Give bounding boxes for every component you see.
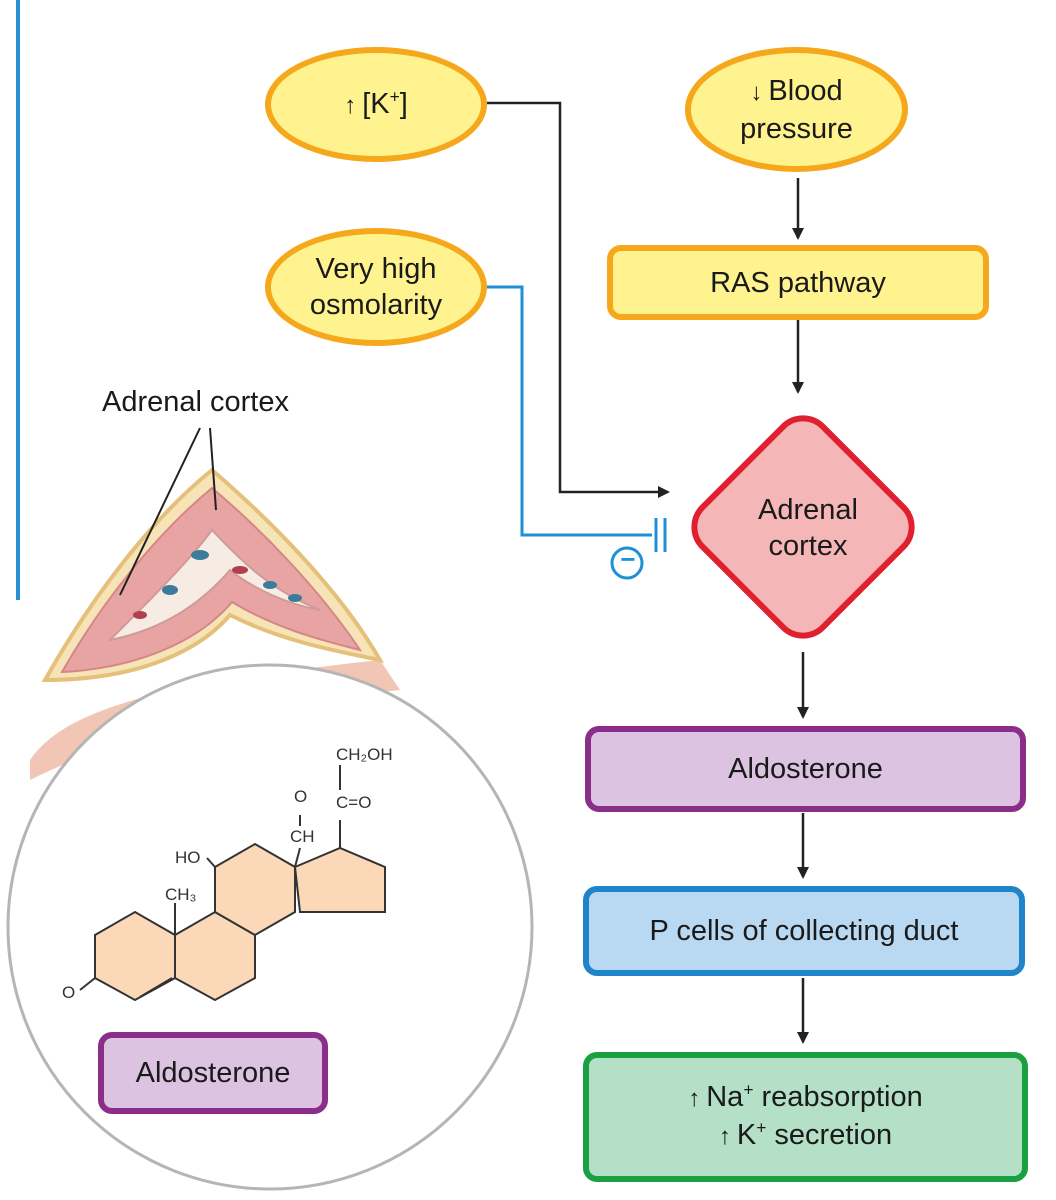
potassium-node: ↑[K+] xyxy=(265,47,487,162)
na-reabsorption-label: ↑Na+ reabsorption xyxy=(688,1079,923,1113)
adrenal-cortex-label: Adrenal cortex xyxy=(758,494,858,562)
adrenal-cortex-illustration-label: Adrenal cortex xyxy=(102,386,289,418)
chem-c-eq-o-label: C=O xyxy=(336,793,371,812)
chem-o-top-label: O xyxy=(294,787,307,806)
chem-ho-label: HO xyxy=(175,848,201,867)
chem-ch3-label: CH₃ xyxy=(165,885,196,904)
aldosterone-label: Aldosterone xyxy=(728,753,883,785)
ras-pathway-node: RAS pathway xyxy=(607,245,989,320)
arrow-down-icon: ↓ xyxy=(750,78,763,106)
chem-o-ketone-label: O xyxy=(62,983,75,1002)
ras-pathway-label: RAS pathway xyxy=(710,266,886,299)
k-secretion-label: ↑K+ secretion xyxy=(718,1117,893,1151)
potassium-label: ↑[K+] xyxy=(344,85,408,120)
blood-pressure-node: ↓Blood pressure xyxy=(685,47,908,172)
p-cells-label: P cells of collecting duct xyxy=(649,915,959,947)
osmolarity-inhibition-line xyxy=(487,285,652,537)
chem-ch-label: CH xyxy=(290,827,315,846)
osmolarity-node: Very high osmolarity xyxy=(265,228,487,346)
molecule-name-label: Aldosterone xyxy=(98,1032,328,1114)
arrow-up-icon: ↑ xyxy=(688,1085,701,1112)
aldosterone-node: Aldosterone xyxy=(585,726,1026,812)
arrow-up-icon: ↑ xyxy=(344,91,357,119)
potassium-to-adrenal-arrow xyxy=(487,101,670,498)
left-accent-bar xyxy=(16,0,20,600)
blood-pressure-line2: pressure xyxy=(740,112,853,145)
effects-node: ↑Na+ reabsorption ↑K+ secretion xyxy=(583,1052,1028,1182)
inhibition-minus-sign: − xyxy=(620,544,636,574)
p-cells-node: P cells of collecting duct xyxy=(583,886,1025,976)
osmolarity-line2: osmolarity xyxy=(309,289,443,321)
adrenal-cortex-diamond xyxy=(691,415,915,639)
inhibition-minus-icon xyxy=(610,546,644,580)
blood-pressure-line1: ↓Blood xyxy=(750,74,843,107)
osmolarity-line1: Very high xyxy=(315,253,437,285)
chem-ch2oh-label: CH₂OH xyxy=(336,745,393,764)
aldosterone-molecule xyxy=(79,765,386,1002)
arrow-up-icon: ↑ xyxy=(718,1123,731,1150)
